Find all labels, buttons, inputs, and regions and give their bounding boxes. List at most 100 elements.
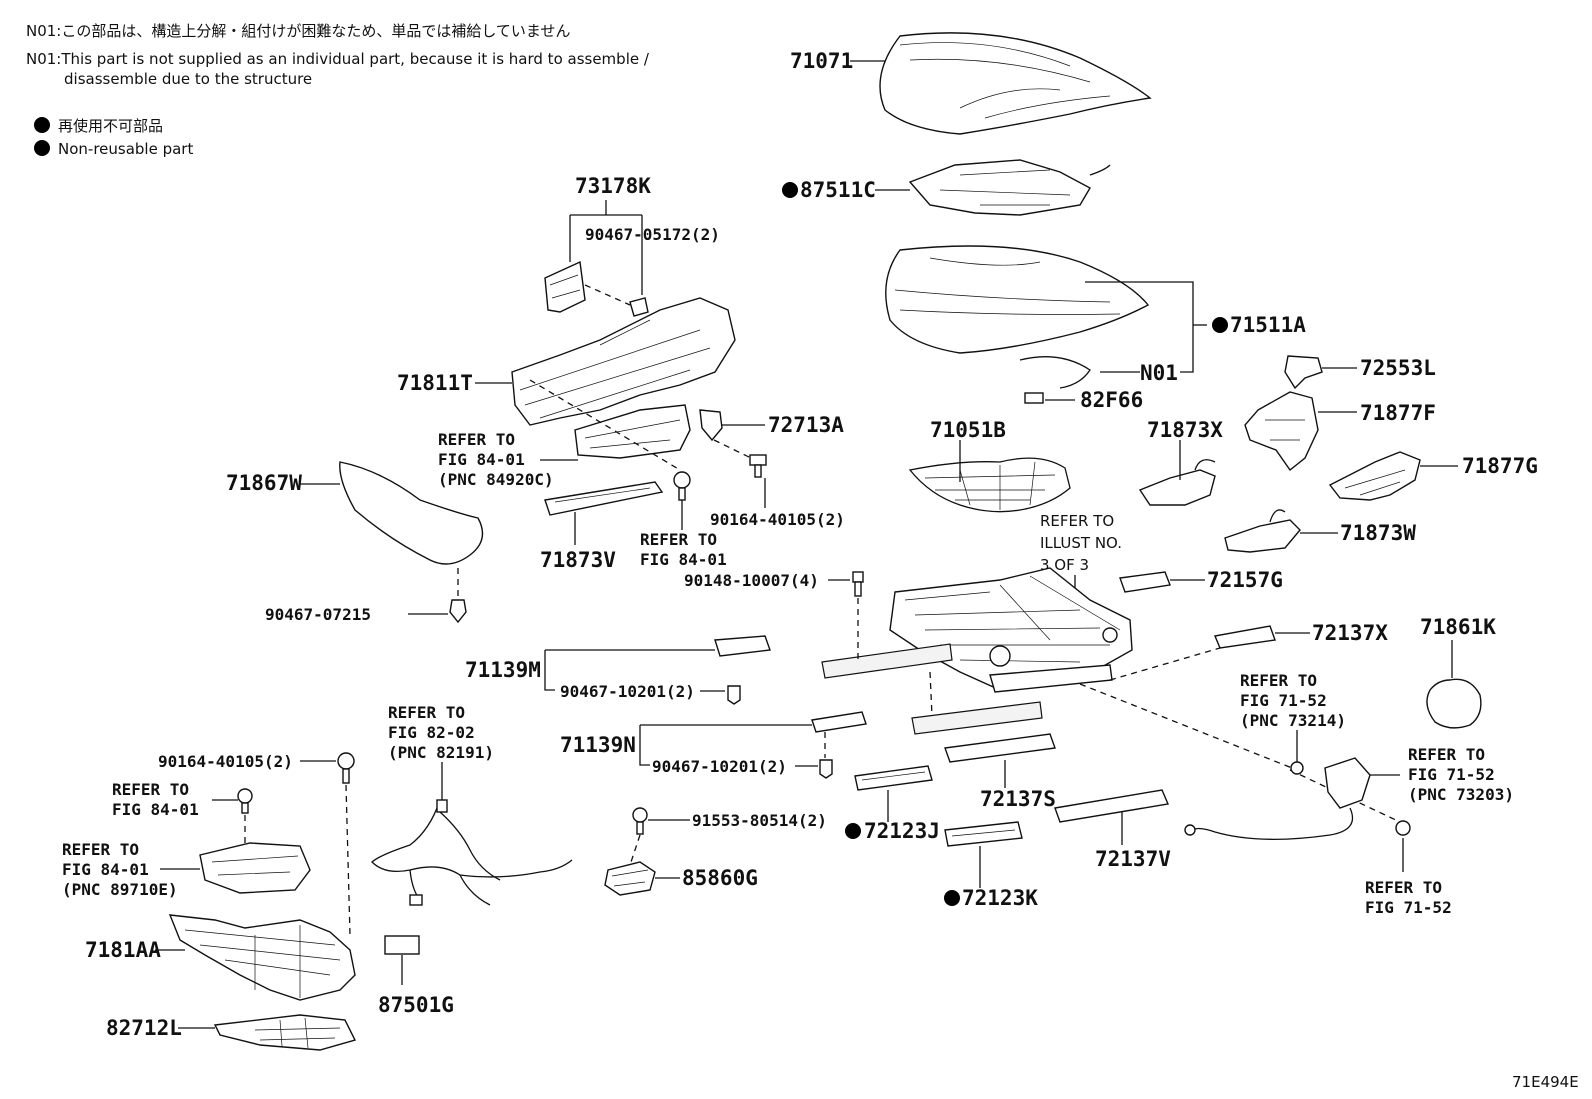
figure-code: 71E494E	[1512, 1073, 1579, 1091]
seat-belt-buckle-part[interactable]	[1184, 757, 1371, 840]
label-91553-80514[interactable]: 91553-80514(2)	[692, 811, 827, 830]
label-72137V[interactable]: 72137V	[1095, 847, 1171, 871]
part-71877g-shape[interactable]	[1328, 451, 1421, 501]
label-72137S[interactable]: 72137S	[980, 787, 1056, 811]
label-71511A[interactable]: 71511A	[1230, 313, 1306, 337]
label-82F66[interactable]: 82F66	[1080, 388, 1143, 412]
refer-73214-line3: (PNC 73214)	[1240, 711, 1346, 730]
label-90467-05172[interactable]: 90467-05172(2)	[585, 225, 720, 244]
label-71867W[interactable]: 71867W	[226, 471, 302, 495]
label-90164-40105-b[interactable]: 90164-40105(2)	[158, 752, 293, 771]
part-71877f-shape[interactable]	[1244, 391, 1319, 472]
label-71811T[interactable]: 71811T	[397, 371, 473, 395]
label-7181AA[interactable]: 7181AA	[85, 938, 161, 962]
connector-82f66-part[interactable]	[1024, 392, 1044, 404]
refer-84920c-line2: FIG 84-01	[438, 450, 525, 469]
label-72123J[interactable]: 72123J	[864, 819, 940, 843]
label-N01[interactable]: N01	[1140, 361, 1178, 385]
label-71873X[interactable]: 71873X	[1147, 418, 1223, 442]
clip-90467-05172-part[interactable]	[629, 297, 649, 317]
label-90148-10007[interactable]: 90148-10007(4)	[684, 571, 819, 590]
wire-harness-82191-part[interactable]	[371, 799, 573, 906]
side-panel-71867w-part[interactable]	[339, 461, 484, 565]
label-73178K[interactable]: 73178K	[575, 174, 651, 198]
screw-refer-84-01-part[interactable]	[673, 471, 691, 501]
cover-82712l-part[interactable]	[213, 1014, 357, 1051]
label-90467-10201-a[interactable]: 90467-10201(2)	[560, 682, 695, 701]
non-reusable-dot-icon	[845, 823, 861, 839]
clip-90467-10201-b-part[interactable]	[819, 759, 833, 779]
grommet-part[interactable]	[1290, 761, 1304, 775]
non-reusable-dot-icon	[34, 140, 50, 156]
label-72553L[interactable]: 72553L	[1360, 356, 1436, 380]
label-90467-07215[interactable]: 90467-07215	[265, 605, 371, 624]
label-87501G[interactable]: 87501G	[378, 993, 454, 1017]
refer-illust-line2: ILLUST NO.	[1040, 534, 1122, 552]
label-72157G[interactable]: 72157G	[1207, 568, 1283, 592]
label-71873W[interactable]: 71873W	[1340, 521, 1416, 545]
clip-90467-10201-a-part[interactable]	[727, 685, 741, 705]
part-72713a-shape[interactable]	[699, 409, 723, 442]
refer-82191-line2: FIG 82-02	[388, 723, 475, 742]
buckle-cap-part[interactable]	[1395, 820, 1411, 836]
label-82712L[interactable]: 82712L	[106, 1016, 182, 1040]
part-71861k-shape[interactable]	[1426, 678, 1482, 729]
refer-84-01-b-line1: REFER TO	[112, 780, 189, 799]
label-71139N[interactable]: 71139N	[560, 733, 636, 757]
part-71873w-shape[interactable]	[1224, 519, 1301, 553]
label-71071[interactable]: 71071	[790, 49, 853, 73]
part-72137x-shape[interactable]	[1214, 625, 1276, 649]
module-89710e-part[interactable]	[199, 842, 311, 894]
refer-84-01-a-line2: FIG 84-01	[640, 550, 727, 569]
bracket-7181aa-part[interactable]	[168, 914, 356, 1001]
part-71873v-shape[interactable]	[544, 481, 664, 516]
bolt-90164-40105-part[interactable]	[749, 454, 767, 478]
refer-illust-line1: REFER TO	[1040, 512, 1114, 530]
refer-71-52-line2: FIG 71-52	[1365, 898, 1452, 917]
part-72553l-shape[interactable]	[1284, 355, 1323, 390]
seat-heater-part[interactable]	[908, 159, 1111, 216]
label-90467-10201-b[interactable]: 90467-10201(2)	[652, 757, 787, 776]
rail-72123k-shape[interactable]	[944, 821, 1023, 847]
wire-frame-71051b-part[interactable]	[908, 457, 1071, 513]
label-90164-40105-a[interactable]: 90164-40105(2)	[710, 510, 845, 529]
label-72137X[interactable]: 72137X	[1312, 621, 1388, 645]
part-71139m-shape[interactable]	[714, 635, 771, 657]
clip-90467-07215-part[interactable]	[449, 599, 467, 624]
refer-73203-line3: (PNC 73203)	[1408, 785, 1514, 804]
part-72157g-shape[interactable]	[1119, 571, 1171, 593]
label-87511C[interactable]: 87511C	[800, 178, 876, 202]
rail-72123j-shape[interactable]	[854, 765, 933, 791]
refer-84920c-line1: REFER TO	[438, 430, 515, 449]
note-n01-ja: N01:この部品は、構造上分解・組付けが困難なため、単品では補給していません	[26, 22, 571, 40]
label-71861K[interactable]: 71861K	[1420, 615, 1496, 639]
refer-73203-line1: REFER TO	[1408, 745, 1485, 764]
seat-cover-part[interactable]	[879, 32, 1152, 135]
label-71877G[interactable]: 71877G	[1462, 454, 1538, 478]
legend-ja-label: 再使用不可部品	[58, 117, 164, 135]
rail-72137s-shape[interactable]	[944, 733, 1056, 763]
label-72123K[interactable]: 72123K	[962, 886, 1038, 910]
screw-91553-part[interactable]	[632, 807, 648, 835]
label-85860G[interactable]: 85860G	[682, 866, 758, 890]
refer-84-01-b-line2: FIG 84-01	[112, 800, 199, 819]
part-71873x-shape[interactable]	[1138, 469, 1216, 506]
bolt-90164-40105-b-part[interactable]	[337, 752, 355, 784]
block-87501g-part[interactable]	[384, 935, 420, 955]
label-71051B[interactable]: 71051B	[930, 418, 1006, 442]
label-72713A[interactable]: 72713A	[768, 413, 844, 437]
bolt-90148-part[interactable]	[852, 571, 864, 597]
module-85860g-part[interactable]	[604, 861, 656, 896]
seat-cushion-pad-part[interactable]	[885, 245, 1150, 354]
note-n01-en-line1: N01:This part is not supplied as an indi…	[26, 50, 649, 68]
screw-refer-84-01-b-part[interactable]	[237, 788, 253, 814]
non-reusable-dot-icon	[34, 117, 50, 133]
label-71877F[interactable]: 71877F	[1360, 401, 1436, 425]
seat-frame-assembly[interactable]	[821, 567, 1133, 735]
shield-71811t-part[interactable]	[511, 297, 736, 459]
label-71139M[interactable]: 71139M	[465, 658, 541, 682]
part-71139n-shape[interactable]	[811, 711, 867, 733]
label-71873V[interactable]: 71873V	[540, 548, 616, 572]
side-cover-73178k-part[interactable]	[544, 260, 586, 313]
rail-72137v-shape[interactable]	[1054, 789, 1169, 823]
